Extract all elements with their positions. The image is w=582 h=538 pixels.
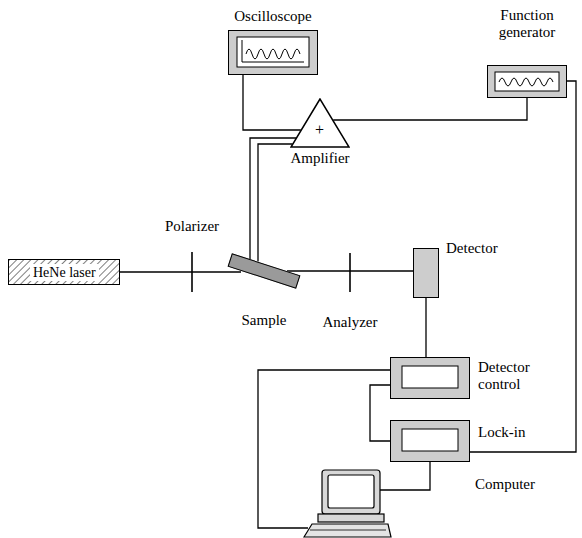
laser-hatching [8, 259, 120, 285]
oscilloscope-box [228, 30, 318, 75]
sample-node: Sample [228, 264, 300, 278]
device-label: Amplifier [280, 150, 360, 167]
part-label: Polarizer [152, 218, 232, 235]
detector-control-node: Detector control [390, 357, 470, 399]
detector-node: Detector [413, 248, 439, 298]
computer-icon [304, 470, 391, 537]
device-label: Detector control [478, 359, 540, 393]
sample-plate [228, 253, 301, 289]
computer-node-node: Computer [300, 468, 392, 538]
wire [333, 98, 527, 120]
device-label: Oscilloscope [218, 8, 328, 25]
device-label: Lock-in [478, 424, 548, 441]
part-label: Sample [224, 312, 304, 329]
detector-control-box [390, 357, 470, 399]
lock-in-box [390, 420, 470, 462]
amplifier-node: +Amplifier [290, 98, 350, 148]
function-generator-node: Function generator [487, 65, 567, 98]
wire [370, 385, 390, 441]
laser-label: HeNe laser [30, 264, 99, 281]
detector-body [413, 248, 439, 298]
amplifier-sign: + [315, 121, 324, 138]
detector-box [413, 248, 439, 298]
function-generator-screen [487, 65, 567, 98]
part-label: Analyzer [310, 314, 390, 331]
wire [243, 75, 301, 130]
detector-control-panel [390, 357, 470, 399]
oscilloscope-node: Oscilloscope [228, 30, 318, 75]
laser-node: HeNe laser [8, 259, 120, 285]
wire [425, 298, 426, 357]
wire [250, 138, 296, 262]
device-label: Function generator [482, 7, 572, 41]
wire [258, 370, 390, 528]
lock-in-node: Lock-in [390, 420, 470, 462]
lock-in-panel [390, 420, 470, 462]
computer-node [300, 468, 392, 538]
wire [120, 271, 241, 272]
device-label: Detector [446, 240, 516, 257]
function-generator-box [487, 65, 567, 98]
oscilloscope-screen [228, 30, 318, 75]
wire [380, 462, 430, 490]
wire [470, 81, 576, 452]
wire [287, 270, 413, 271]
analyzer-plate [349, 253, 351, 292]
device-label: Computer [475, 476, 555, 493]
